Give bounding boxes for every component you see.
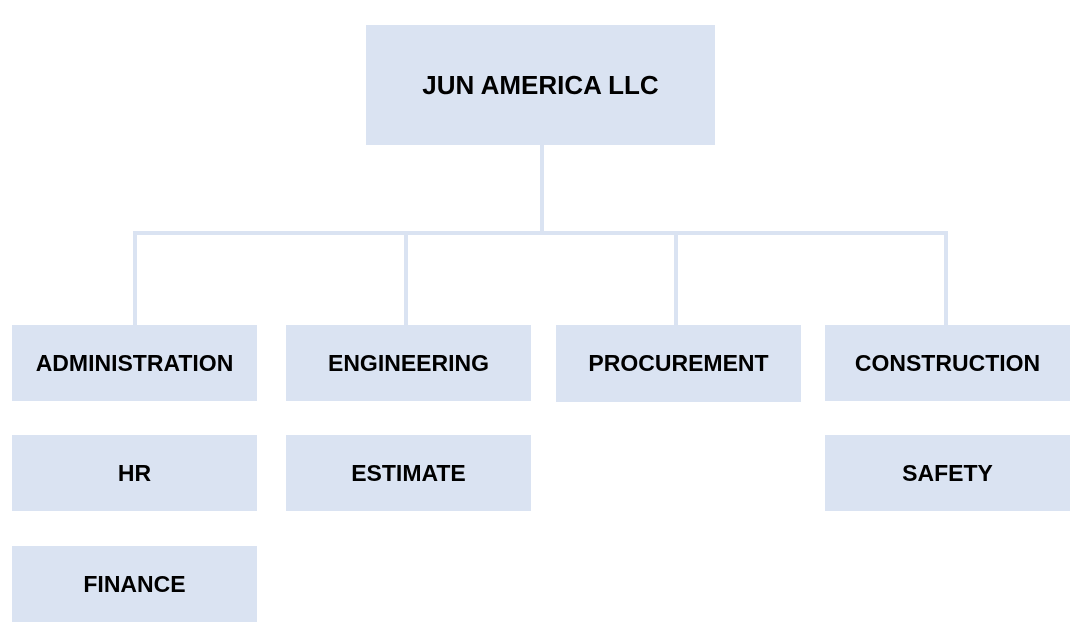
dept-node-administration: ADMINISTRATION	[12, 325, 257, 401]
root-node: JUN AMERICA LLC	[366, 25, 715, 145]
sub-node-hr: HR	[12, 435, 257, 511]
sub-node-label: SAFETY	[902, 459, 993, 486]
dept-node-label: CONSTRUCTION	[854, 349, 1041, 376]
dept-node-label: PROCUREMENT	[588, 350, 769, 376]
sub-node-estimate: ESTIMATE	[286, 435, 531, 511]
sub-node-finance: FINANCE	[12, 546, 257, 622]
connector-administration	[133, 233, 137, 325]
dept-node-engineering: ENGINEERING	[286, 325, 531, 401]
connector-construction	[944, 233, 948, 325]
sub-node-label: ESTIMATE	[351, 459, 466, 486]
dept-node-label: ENGINEERING	[327, 349, 490, 376]
sub-node-label: FINANCE	[83, 570, 186, 597]
connector-engineering	[404, 233, 408, 325]
sub-node-label: HR	[117, 459, 152, 486]
dept-node-procurement: PROCUREMENT	[556, 325, 801, 402]
dept-node-construction: CONSTRUCTION	[825, 325, 1070, 401]
sub-node-safety: SAFETY	[825, 435, 1070, 511]
horizontal-connector-line	[133, 231, 948, 235]
dept-node-label: ADMINISTRATION	[35, 349, 234, 376]
connector-procurement	[674, 233, 678, 325]
root-connector-line	[540, 145, 544, 233]
root-node-label: JUN AMERICA LLC	[422, 69, 659, 100]
